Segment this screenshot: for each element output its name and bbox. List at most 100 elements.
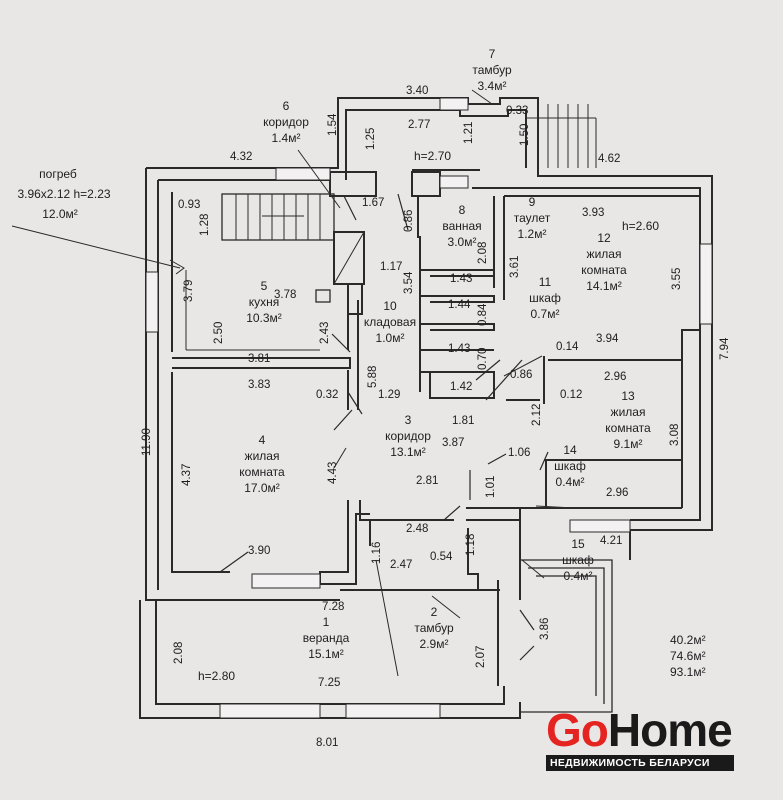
room-number: 8 bbox=[459, 203, 466, 217]
room-label-line: шкаф bbox=[529, 291, 561, 305]
room-label-line: комната bbox=[239, 465, 285, 479]
dimension-label: 0.14 bbox=[556, 341, 579, 353]
cellar-name: погреб bbox=[39, 167, 77, 181]
dimension-label: 1.18 bbox=[465, 534, 477, 556]
room-label-line: 1.0м² bbox=[376, 331, 405, 345]
cellar-label: погреб 3.96x2.12 h=2.23 12.0м² bbox=[17, 167, 110, 221]
room-label-line: 13.1м² bbox=[390, 445, 426, 459]
dimension-label: 1.25 bbox=[365, 128, 377, 150]
room-label-line: 15.1м² bbox=[308, 647, 344, 661]
room-number: 15 bbox=[571, 537, 585, 551]
dimension-label: 2.81 bbox=[416, 475, 438, 487]
outer-walls bbox=[139, 97, 713, 719]
room-label-line: 2.9м² bbox=[420, 637, 449, 651]
logo-tagline: НЕДВИЖИМОСТЬ БЕЛАРУСИ bbox=[546, 755, 734, 771]
room-number: 13 bbox=[621, 389, 635, 403]
dimension-label: 1.17 bbox=[380, 261, 402, 273]
stairs-interior bbox=[221, 193, 335, 241]
room-label-line: кладовая bbox=[364, 315, 416, 329]
window-room12 bbox=[699, 243, 713, 325]
room-label-line: коридор bbox=[263, 115, 309, 129]
door-swings bbox=[219, 193, 549, 661]
dimension-label: 11.90 bbox=[141, 428, 153, 456]
room-label-line: 9.1м² bbox=[614, 437, 643, 451]
stairs-exterior-top bbox=[526, 104, 597, 168]
windows bbox=[145, 97, 713, 719]
room-label-line: 3.4м² bbox=[478, 79, 507, 93]
window-room13 bbox=[569, 519, 631, 533]
dimension-label: 1.06 bbox=[508, 447, 530, 459]
window-veranda-1 bbox=[219, 703, 321, 719]
dimension-label: 0.32 bbox=[316, 389, 338, 401]
room-number: 1 bbox=[323, 615, 330, 629]
room-label-line: 1.4м² bbox=[272, 131, 301, 145]
height-room12: h=2.60 bbox=[622, 219, 659, 233]
stove bbox=[315, 231, 365, 315]
dimension-label: 3.79 bbox=[183, 280, 195, 302]
dimension-label: 3.54 bbox=[403, 271, 415, 294]
dimension-label: 3.87 bbox=[442, 437, 464, 449]
dimension-label: 2.08 bbox=[477, 242, 489, 264]
dimension-label: 5.88 bbox=[367, 366, 379, 388]
room-label-line: 0.7м² bbox=[531, 307, 560, 321]
dimension-label: 2.77 bbox=[408, 119, 430, 131]
cellar-size: 3.96x2.12 h=2.23 bbox=[17, 187, 110, 201]
dimension-label: 1.54 bbox=[327, 113, 339, 136]
dimension-label: 2.47 bbox=[390, 559, 412, 571]
room-label-line: ванная bbox=[442, 219, 481, 233]
room-label-line: жилая bbox=[587, 247, 622, 261]
dimension-label: 3.93 bbox=[582, 207, 604, 219]
dimension-label: 2.50 bbox=[213, 322, 225, 344]
room-label-line: комната bbox=[581, 263, 627, 277]
dimension-label: 1.29 bbox=[378, 389, 400, 401]
room-label-line: 3.0м² bbox=[448, 235, 477, 249]
dimension-label: 3.81 bbox=[248, 353, 270, 365]
room-label-line: жилая bbox=[611, 405, 646, 419]
dimension-label: 2.43 bbox=[319, 322, 331, 344]
leaders bbox=[11, 89, 575, 677]
dimension-label: 4.62 bbox=[598, 153, 620, 165]
gohome-logo[interactable]: GoHome НЕДВИЖИМОСТЬ БЕЛАРУСИ bbox=[546, 707, 736, 771]
dimension-label: 4.21 bbox=[600, 535, 622, 547]
dimension-label: 2.96 bbox=[606, 487, 628, 499]
room-label-line: 0.4м² bbox=[564, 569, 593, 583]
total-living-area: 40.2м² bbox=[670, 633, 706, 647]
total-area-with-veranda: 93.1м² bbox=[670, 665, 706, 679]
dimension-label: 1.28 bbox=[199, 214, 211, 236]
dimension-label: 0.54 bbox=[430, 551, 453, 563]
dimension-label: 1.21 bbox=[463, 122, 475, 144]
height-corridor: h=2.70 bbox=[414, 149, 451, 163]
dimension-label: 4.32 bbox=[230, 151, 252, 163]
dimension-label: 0.86 bbox=[403, 210, 415, 232]
dimension-label: 0.12 bbox=[560, 389, 582, 401]
room-label-line: кухня bbox=[249, 295, 280, 309]
logo-home: Home bbox=[607, 704, 733, 756]
window-room4 bbox=[251, 573, 321, 589]
window-tambur bbox=[439, 97, 469, 111]
room-number: 6 bbox=[283, 99, 290, 113]
dimension-label: 1.43 bbox=[450, 273, 472, 285]
dimension-label: 7.25 bbox=[318, 677, 340, 689]
dimension-label: 0.93 bbox=[178, 199, 200, 211]
height-veranda: h=2.80 bbox=[198, 669, 235, 683]
room-label-line: тамбур bbox=[472, 63, 512, 77]
dimension-label: 0.70 bbox=[477, 348, 489, 370]
room-label-line: коридор bbox=[385, 429, 431, 443]
dimension-label: 1.01 bbox=[485, 476, 497, 498]
dimension-label: 2.07 bbox=[475, 646, 487, 668]
window-bath bbox=[439, 175, 469, 189]
dimension-label: 3.08 bbox=[669, 424, 681, 446]
room-number: 12 bbox=[597, 231, 611, 245]
room-label-line: шкаф bbox=[562, 553, 594, 567]
dimension-label: 4.43 bbox=[327, 462, 339, 484]
room-number: 9 bbox=[529, 195, 536, 209]
room-number: 2 bbox=[431, 605, 438, 619]
dimension-label: 3.40 bbox=[406, 85, 428, 97]
dimension-label: 1.44 bbox=[448, 299, 471, 311]
room-label-line: шкаф bbox=[554, 459, 586, 473]
dimension-label: 3.61 bbox=[509, 256, 521, 278]
dimension-label: 0.86 bbox=[510, 369, 532, 381]
window-veranda-2 bbox=[345, 703, 441, 719]
total-area: 74.6м² bbox=[670, 649, 706, 663]
room-labels: 1веранда15.1м²2тамбур2.9м²3коридор13.1м²… bbox=[239, 47, 651, 661]
